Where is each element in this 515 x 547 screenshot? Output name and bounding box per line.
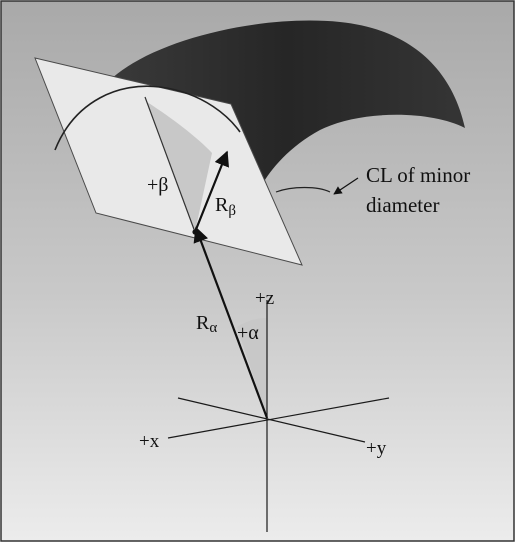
plus-y-label: +y: [366, 438, 387, 459]
r-beta-subscript: β: [228, 203, 236, 219]
r-beta-label: Rβ: [215, 194, 236, 219]
r-alpha-label: Rα: [196, 312, 217, 336]
y-axis: [177, 397, 366, 443]
cl-label-line1: CL of minor: [366, 163, 470, 187]
alpha-angle-wedge: [237, 318, 267, 418]
cl-label-line2: diameter: [366, 193, 439, 217]
plus-alpha-label: +α: [237, 322, 259, 344]
r-beta-main: R: [215, 194, 229, 216]
r-alpha-subscript: α: [209, 320, 217, 336]
x-axis: [167, 397, 390, 439]
r-alpha-main: R: [196, 312, 210, 334]
plus-x-label: +x: [139, 431, 160, 452]
torus-surface: [108, 20, 465, 185]
cl-leader-line: [333, 177, 359, 195]
plane-radial-line: [144, 96, 196, 233]
plus-z-label: +z: [255, 288, 274, 309]
plane-arc: [54, 85, 241, 151]
r-beta-vector: [193, 150, 230, 233]
plus-beta-label: +β: [147, 174, 168, 196]
cl-minor-diameter-curve: [275, 186, 331, 193]
r-alpha-vector: [193, 226, 269, 419]
beta-angle-wedge: [147, 102, 212, 232]
